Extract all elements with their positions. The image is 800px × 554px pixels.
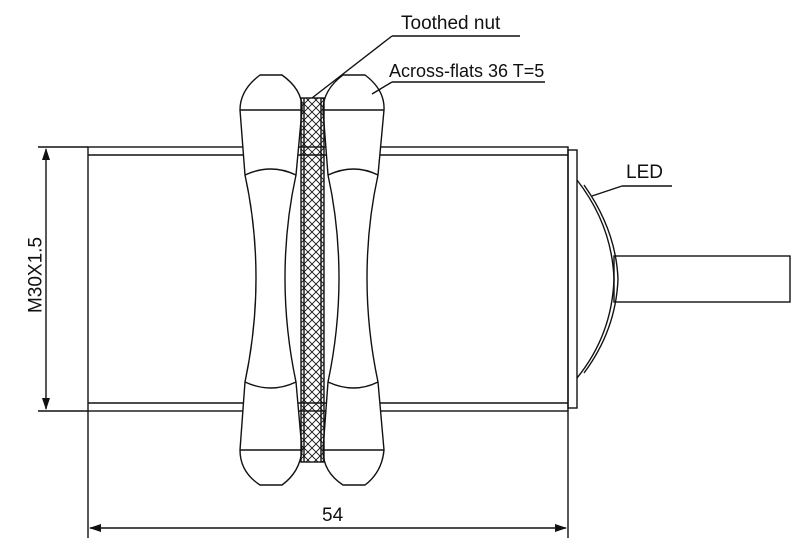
- hex-nut-left: [239, 74, 303, 486]
- leader-led: [591, 185, 672, 197]
- length-dimension: [87, 411, 569, 538]
- across-flats-label: Across-flats 36 T=5: [389, 61, 545, 81]
- toothed-nut-label: Toothed nut: [401, 13, 501, 34]
- toothed-washer: [300, 97, 325, 463]
- led-label: LED: [626, 162, 663, 183]
- thread-dimension: [38, 146, 88, 412]
- leader-toothed-nut: [311, 35, 520, 99]
- led-dome: [576, 179, 619, 379]
- overall-length-label: 54: [322, 505, 344, 526]
- hex-nut-right: [322, 74, 385, 486]
- leader-across-flats: [371, 81, 545, 95]
- thread-size-label: M30X1.5: [25, 236, 47, 314]
- cable: [613, 255, 791, 303]
